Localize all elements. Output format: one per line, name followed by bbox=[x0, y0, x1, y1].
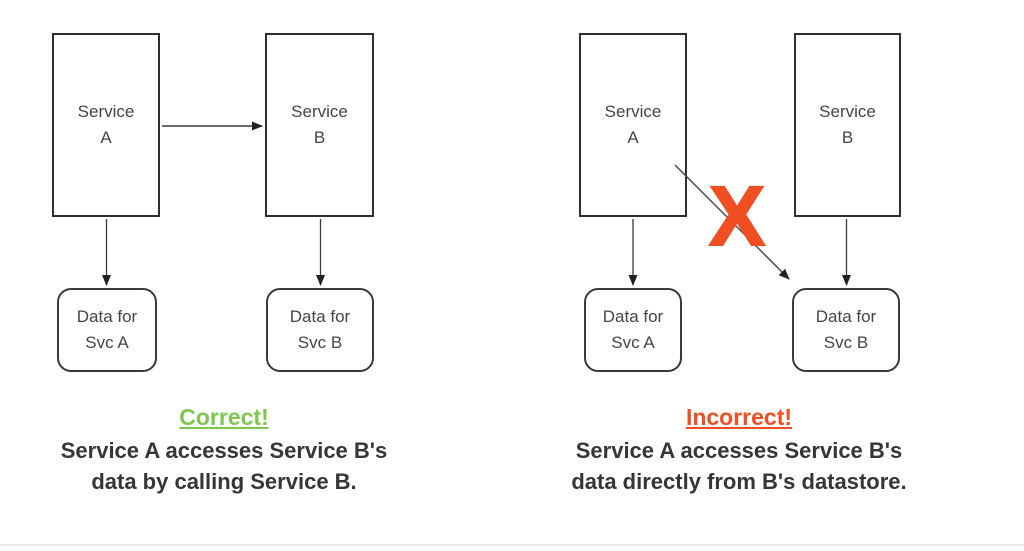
x-mark: X bbox=[708, 169, 766, 263]
incorrect-caption-text: Service A accesses Service B's data dire… bbox=[529, 435, 949, 497]
label-line: Data for bbox=[602, 307, 664, 326]
caption-line: Service A accesses Service B's bbox=[60, 438, 388, 463]
incorrect-verdict-label: Incorrect! bbox=[685, 404, 793, 430]
incorrect-datastore-b-label: Data for Svc B bbox=[816, 304, 876, 356]
label-line: Service bbox=[819, 102, 876, 121]
label-line: Svc A bbox=[85, 333, 129, 352]
caption-line: data by calling Service B. bbox=[91, 469, 357, 494]
incorrect-datastore-a-label: Data for Svc A bbox=[603, 304, 663, 356]
label-line: A bbox=[100, 128, 112, 147]
incorrect-panel: Service A Service B Data for Svc A Data … bbox=[512, 0, 1024, 551]
correct-datastore-b-label: Data for Svc B bbox=[290, 304, 350, 356]
label-line: Service bbox=[604, 102, 662, 121]
bottom-divider bbox=[0, 544, 1024, 546]
label-line: B bbox=[841, 128, 854, 147]
label-line: Service bbox=[77, 102, 135, 121]
correct-datastore-b-box: Data for Svc B bbox=[266, 288, 374, 372]
label-line: Data for bbox=[289, 307, 351, 326]
correct-caption: Correct! Service A accesses Service B's … bbox=[14, 402, 434, 497]
incorrect-service-b-label: Service B bbox=[819, 99, 876, 151]
correct-service-b-box: Service B bbox=[265, 33, 374, 217]
incorrect-service-b-box: Service B bbox=[794, 33, 901, 217]
label-line: A bbox=[627, 128, 639, 147]
label-line: Svc B bbox=[297, 333, 343, 352]
incorrect-datastore-a-box: Data for Svc A bbox=[584, 288, 682, 372]
incorrect-caption: Incorrect! Service A accesses Service B'… bbox=[529, 402, 949, 497]
incorrect-service-a-box: Service A bbox=[579, 33, 687, 217]
label-line: Data for bbox=[76, 307, 138, 326]
correct-service-a-box: Service A bbox=[52, 33, 160, 217]
label-line: Data for bbox=[815, 307, 877, 326]
incorrect-datastore-b-box: Data for Svc B bbox=[792, 288, 900, 372]
correct-service-b-label: Service B bbox=[291, 99, 348, 151]
correct-panel: Service A Service B Data for Svc A Data … bbox=[14, 33, 434, 497]
correct-caption-text: Service A accesses Service B's data by c… bbox=[14, 435, 434, 497]
correct-verdict-label: Correct! bbox=[179, 404, 269, 430]
label-line: Svc B bbox=[823, 333, 869, 352]
correct-service-a-label: Service A bbox=[78, 99, 135, 151]
label-line: B bbox=[313, 128, 326, 147]
correct-datastore-a-box: Data for Svc A bbox=[57, 288, 157, 372]
correct-datastore-a-label: Data for Svc A bbox=[77, 304, 137, 356]
label-line: Svc A bbox=[611, 333, 655, 352]
caption-line: Service A accesses Service B's bbox=[575, 438, 903, 463]
incorrect-service-a-label: Service A bbox=[605, 99, 662, 151]
caption-line: data directly from B's datastore. bbox=[571, 469, 907, 494]
label-line: Service bbox=[291, 102, 348, 121]
